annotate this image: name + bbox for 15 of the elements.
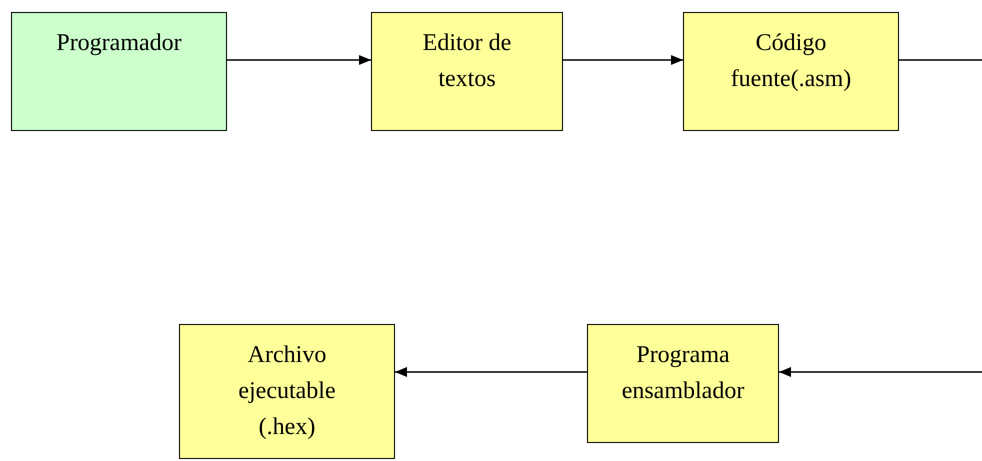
connector-line: [899, 59, 982, 61]
process-box: [683, 12, 899, 131]
process-box: [11, 12, 227, 131]
process-box: [587, 324, 779, 443]
box-label: Archivo ejecutable (.hex): [237, 341, 337, 442]
box-label: Programa ensamblador: [620, 341, 746, 406]
arrow: [395, 367, 587, 377]
box-label: Editor de textos: [422, 29, 512, 94]
arrow: [563, 55, 683, 65]
box-label: Código fuente(.asm): [730, 29, 852, 94]
box-label: Programador: [56, 29, 182, 58]
process-box: [179, 324, 395, 459]
arrow: [227, 55, 371, 65]
arrow: [779, 367, 982, 377]
process-box: [371, 12, 563, 131]
